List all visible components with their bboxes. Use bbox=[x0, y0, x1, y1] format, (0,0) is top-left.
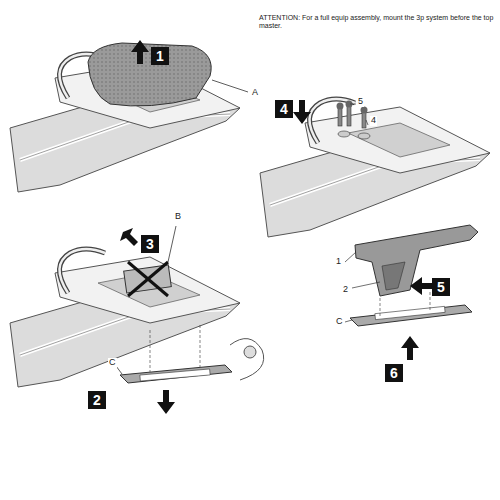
step-arrow bbox=[293, 100, 311, 124]
step-number: 3 bbox=[141, 235, 159, 253]
step-number: 5 bbox=[432, 278, 450, 296]
step-arrow bbox=[401, 336, 419, 360]
step-label: 1 bbox=[156, 49, 164, 63]
step-label: 5 bbox=[437, 280, 445, 294]
step-number: 1 bbox=[151, 47, 169, 65]
support-bracket bbox=[345, 225, 478, 326]
step-number: 2 bbox=[88, 391, 106, 409]
tail-section bbox=[10, 249, 240, 387]
part-label: 2 bbox=[342, 285, 349, 295]
attention-note: ATTENTION: For a full equip assembly, mo… bbox=[258, 14, 498, 29]
part-label: 1 bbox=[335, 257, 342, 267]
step-arrow bbox=[120, 228, 138, 246]
tail-section bbox=[260, 99, 490, 237]
step-label: 3 bbox=[146, 237, 154, 251]
step-arrow bbox=[157, 390, 175, 414]
part-label: 4 bbox=[370, 116, 377, 126]
part-label: B bbox=[174, 212, 182, 222]
step-arrow bbox=[131, 40, 149, 64]
part-label: C bbox=[335, 317, 344, 327]
step-arrow bbox=[410, 277, 432, 295]
part-label: C bbox=[108, 358, 117, 368]
bolts bbox=[337, 101, 371, 140]
part-label: A bbox=[251, 88, 259, 98]
bracket-c bbox=[116, 325, 264, 383]
leader-line bbox=[212, 80, 248, 92]
step-label: 4 bbox=[280, 102, 288, 116]
step-number: 4 bbox=[275, 100, 293, 118]
part-label: 5 bbox=[357, 97, 364, 107]
step-number: 6 bbox=[385, 364, 403, 382]
seat-pad bbox=[88, 43, 211, 106]
step-label: 2 bbox=[93, 393, 101, 407]
step-label: 6 bbox=[390, 366, 398, 380]
